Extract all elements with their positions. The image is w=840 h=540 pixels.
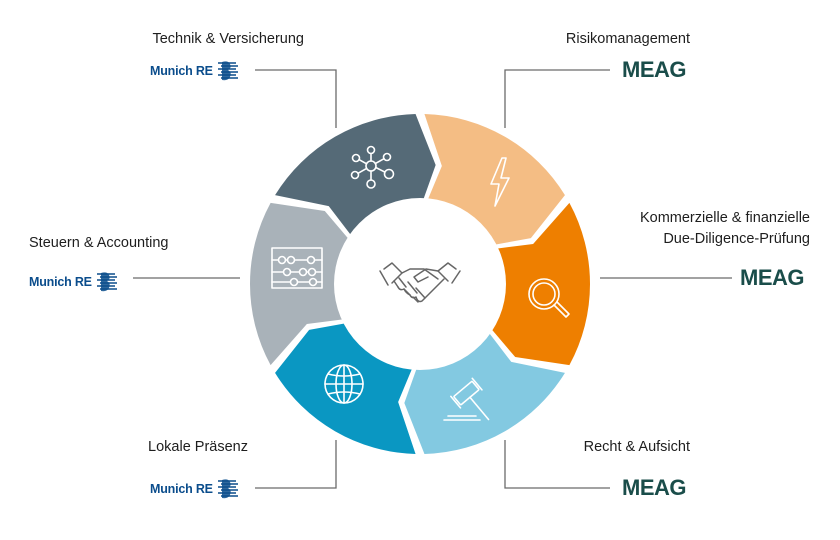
munich-re-logo-steuern: Munich RE xyxy=(29,271,119,293)
label-technik: Technik & Versicherung xyxy=(152,31,304,47)
lightning-icon xyxy=(490,157,510,207)
connector-lines xyxy=(133,69,732,489)
magnifier-icon xyxy=(528,278,570,318)
abacus-icon xyxy=(271,247,323,289)
globe-icon xyxy=(324,364,364,404)
label-steuern: Steuern & Accounting xyxy=(29,235,169,251)
label-risiko: Risikomanagement xyxy=(565,31,690,47)
segment-kommerz xyxy=(481,202,591,366)
munich-re-logo-lokal: Munich RE xyxy=(150,478,240,500)
connector-technik xyxy=(255,69,337,128)
connector-lokal xyxy=(255,440,337,489)
meag-logo-risiko: MEAG xyxy=(622,57,687,82)
munich-re-text: Munich RE xyxy=(150,64,213,78)
connector-risiko xyxy=(504,69,610,128)
munich-re-emblem-icon xyxy=(217,479,238,499)
gavel-icon xyxy=(443,377,490,421)
segment-steuern xyxy=(249,202,359,366)
munich-re-logo-technik: Munich RE xyxy=(150,60,240,82)
network-icon xyxy=(350,145,395,189)
center-circle xyxy=(334,198,506,370)
connector-recht xyxy=(504,440,610,489)
label-kommerz-line2: Due-Diligence-Prüfung xyxy=(663,231,810,247)
label-lokal: Lokale Präsenz xyxy=(148,439,248,455)
label-recht: Recht & Aufsicht xyxy=(583,439,690,455)
handshake-icon xyxy=(379,262,461,303)
meag-logo-recht: MEAG xyxy=(622,475,687,500)
meag-logo-kommerz: MEAG xyxy=(740,265,805,290)
munich-re-emblem-icon xyxy=(217,61,238,81)
munich-re-emblem-icon xyxy=(96,272,117,292)
munich-re-text: Munich RE xyxy=(150,482,213,496)
munich-re-text: Munich RE xyxy=(29,275,92,289)
label-kommerz-line1: Kommerzielle & finanzielle xyxy=(639,210,810,226)
